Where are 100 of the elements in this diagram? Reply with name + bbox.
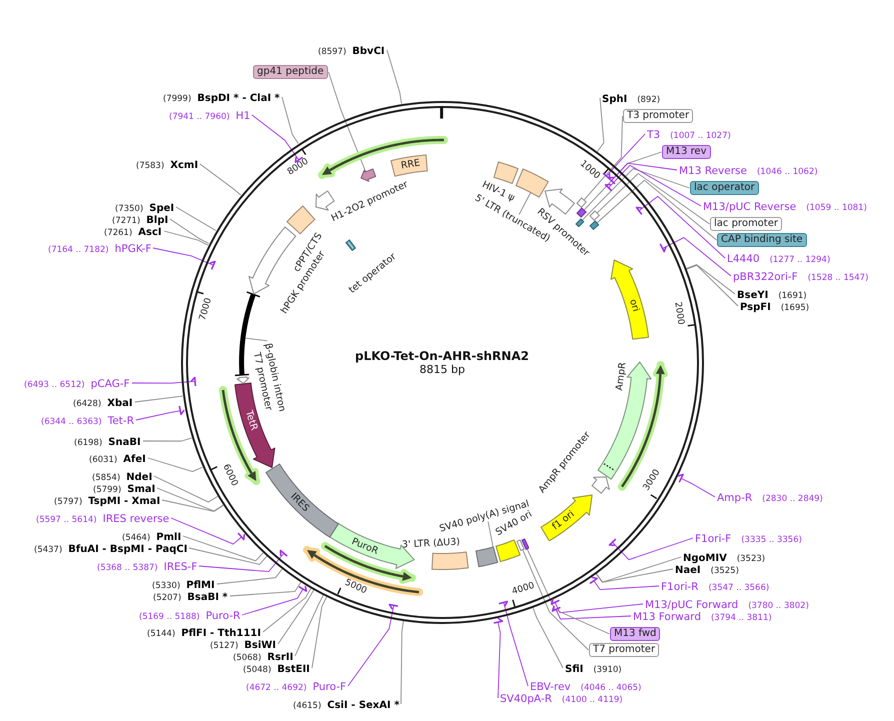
leader-line — [596, 98, 604, 152]
restriction-site-label: (4615) CsiI - SexAI * — [293, 696, 400, 712]
primer-label: F1ori-F (3335 .. 3356) — [695, 530, 802, 546]
leader-line — [596, 180, 717, 240]
leader-line — [200, 164, 242, 196]
primer-label: M13/pUC Reverse (1059 .. 1081) — [703, 198, 867, 214]
leader-line — [134, 396, 184, 402]
leader-line — [608, 164, 702, 206]
leader-line — [400, 620, 404, 704]
restriction-site-label: (5068) RsrII — [233, 648, 294, 664]
primer-label: EBV-rev (4046 .. 4065) — [530, 678, 642, 694]
leader-line — [176, 206, 216, 232]
primer-label: (5597 .. 5614) IRES reverse — [36, 510, 170, 526]
feature-label: 3' LTR (ΔU3) — [402, 536, 460, 551]
leader-line — [686, 264, 738, 306]
primer-label: (6344 .. 6363) Tet-R — [41, 412, 134, 428]
restriction-site-label: (5797) TspMI - XmaI — [54, 492, 160, 508]
leader-line — [312, 596, 328, 668]
primer-label: M13/pUC Forward (3780 .. 3802) — [645, 596, 809, 612]
primer-label: M13 Reverse (1046 .. 1062) — [679, 162, 818, 178]
restriction-site-label: SphI (892) — [602, 90, 660, 106]
leader-line — [526, 548, 610, 634]
restriction-site-label: (5464) PmlI — [122, 528, 182, 544]
restriction-site-label: (5207) BsaBI * — [153, 588, 228, 604]
leader-line — [262, 588, 312, 632]
restriction-site-label: (5127) BsiWI — [210, 636, 276, 652]
primer-mark — [608, 538, 617, 547]
leader-line — [518, 192, 531, 216]
leader-line — [278, 589, 314, 644]
primer-label: (6493 .. 6512) pCAG-F — [24, 376, 130, 390]
feature-callout: lac promoter — [710, 217, 782, 231]
primer-label: (5368 .. 5387) IRES-F — [97, 558, 198, 574]
restriction-site-label: (7583) XcmI — [136, 156, 198, 172]
leader-line — [246, 338, 268, 342]
feature-box — [576, 207, 587, 219]
leader-line — [348, 604, 394, 686]
restriction-site-label: PspFI (1695) — [740, 298, 810, 314]
leader-line — [582, 168, 690, 221]
scale-label: 6000 — [219, 463, 239, 489]
feature-callout: M13 rev — [662, 145, 710, 159]
leader-line — [593, 580, 660, 590]
feature-name: RRE — [400, 158, 421, 172]
leader-line — [182, 536, 264, 562]
feature-callout: gp41 peptide — [253, 65, 328, 79]
leader-line — [686, 264, 736, 294]
primer-label: M13 Forward (3794 .. 3811) — [633, 608, 772, 624]
leader-line — [282, 96, 299, 144]
leader-line — [230, 582, 302, 596]
leader-line — [662, 237, 732, 276]
leader-line — [584, 116, 623, 200]
primer-mark — [178, 405, 186, 416]
leader-line — [198, 552, 284, 572]
primer-label: (5169 .. 5188) Puro-R — [139, 608, 240, 622]
feature-name: ori — [627, 298, 642, 314]
leader-line — [488, 521, 494, 548]
leader-line — [328, 72, 366, 172]
leader-line — [606, 134, 646, 177]
leader-line — [294, 594, 324, 656]
feature-box — [516, 539, 526, 552]
scale-label: 4000 — [511, 580, 536, 598]
leader-line — [503, 602, 528, 686]
leader-line — [532, 606, 564, 668]
feature-block — [360, 168, 376, 182]
leader-line — [136, 410, 181, 420]
leader-line — [595, 568, 674, 583]
feature-box — [588, 220, 600, 231]
leader-line — [252, 114, 300, 160]
primer-mark — [659, 243, 668, 254]
leader-line — [522, 550, 589, 650]
leader-line — [164, 230, 208, 246]
feature-box — [515, 168, 550, 199]
primer-label: L4440 (1277 .. 1294) — [727, 250, 830, 266]
scale-label: 5000 — [342, 578, 368, 598]
primer-mark — [209, 260, 217, 271]
leader-line — [170, 218, 210, 244]
feature-box — [576, 196, 588, 208]
restriction-site-label: BseYI (1691) — [737, 286, 807, 302]
feature-callout: M13 fwd — [610, 627, 660, 641]
leader-line — [170, 518, 242, 545]
leader-line — [596, 173, 710, 224]
feature-box — [589, 210, 601, 221]
map-title: pLKO-Tet-On-AHR-shRNA2 — [355, 349, 529, 363]
primer-mark — [602, 172, 611, 181]
feature-name: f1 ori — [550, 508, 577, 533]
feature-callout: T7 promoter — [589, 643, 660, 657]
feature-callout: lac operator — [690, 181, 759, 195]
primer-label: Amp-R (2830 .. 2849) — [717, 490, 823, 504]
scale-label: 7000 — [198, 296, 215, 322]
leader-line — [680, 478, 716, 498]
primer-label: (7941 .. 7960) H1 — [169, 108, 250, 122]
restriction-site-label: (5144) PflFI - Tth111I — [147, 624, 261, 640]
leader-line — [152, 248, 214, 266]
leader-line — [612, 538, 694, 560]
leader-line — [555, 608, 632, 620]
primer-label: SV40pA-R (4100 .. 4119) — [500, 690, 623, 706]
scale-label: 2000 — [671, 302, 686, 326]
leader-line — [596, 556, 682, 583]
primer-mark — [279, 549, 289, 558]
leader-line — [242, 588, 304, 616]
restriction-site-label: (7999) BspDI * - ClaI * — [163, 90, 280, 104]
